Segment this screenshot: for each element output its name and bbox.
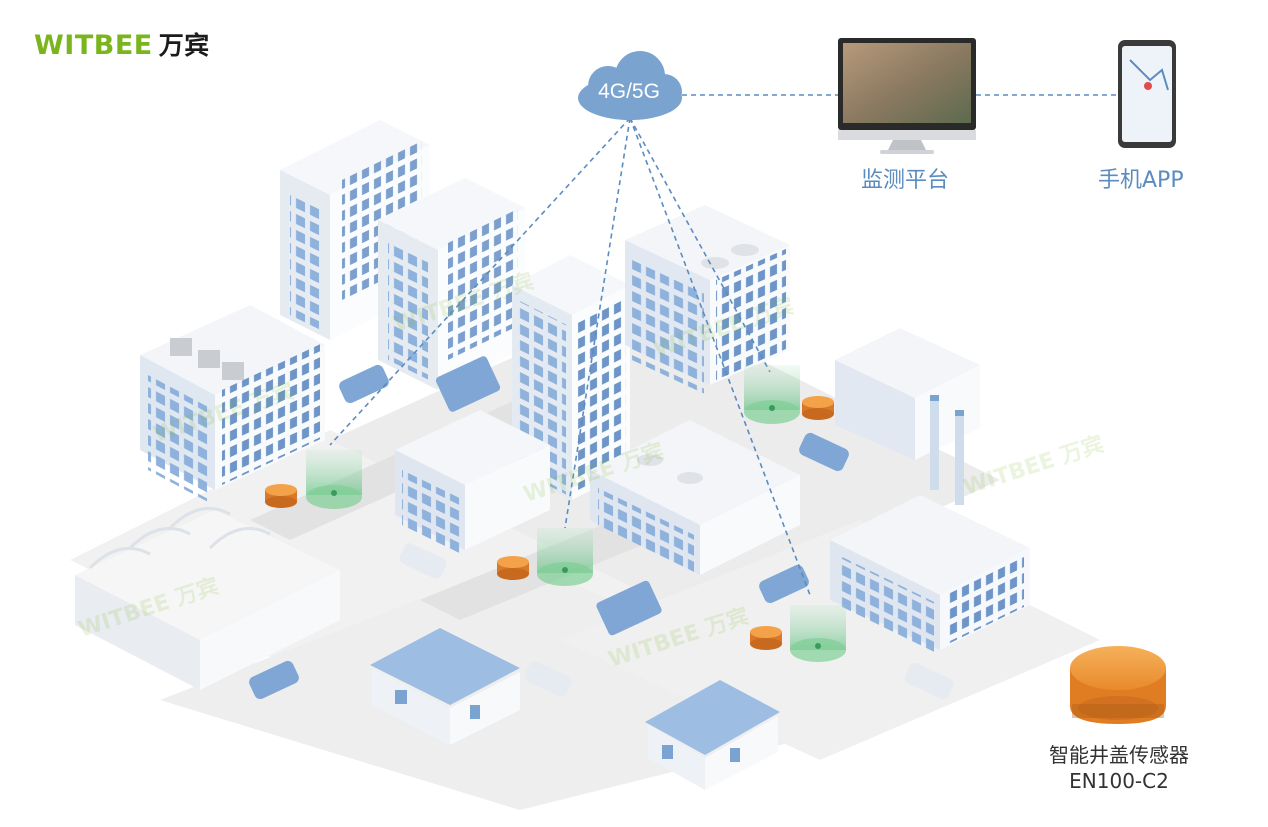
building-block-center xyxy=(395,410,550,559)
monitor-icon xyxy=(838,38,976,154)
vehicles xyxy=(249,356,954,700)
brand-name-cn: 万宾 xyxy=(158,31,210,60)
building-warehouse xyxy=(75,506,340,690)
platform-label: 监测平台 xyxy=(861,168,950,193)
product-model: EN100-C2 xyxy=(1069,769,1169,793)
building-tall-mid xyxy=(378,178,525,390)
network-label: 4G/5G xyxy=(598,80,660,103)
phone-icon xyxy=(1118,40,1176,148)
product-name: 智能井盖传感器 xyxy=(1049,743,1189,767)
house-right xyxy=(645,680,780,790)
cloud-icon xyxy=(578,51,682,120)
building-office-left xyxy=(140,305,325,503)
sensor-pucks xyxy=(265,396,834,650)
house-left xyxy=(370,628,520,745)
sensor-beacon-4 xyxy=(790,605,846,662)
sensor-beacon-1 xyxy=(306,450,362,509)
building-factory xyxy=(830,328,1030,652)
app-label: 手机APP xyxy=(1098,168,1184,193)
sensor-beacon-2 xyxy=(537,528,593,586)
product-sensor-icon xyxy=(1070,646,1166,724)
uplink-lines xyxy=(329,117,811,596)
brand-name-en: WITBEE xyxy=(34,30,153,61)
building-office-right-upper xyxy=(625,205,790,394)
product-caption: 智能井盖传感器 EN100-C2 xyxy=(1030,742,1208,794)
sensor-beacon-3 xyxy=(744,365,800,424)
